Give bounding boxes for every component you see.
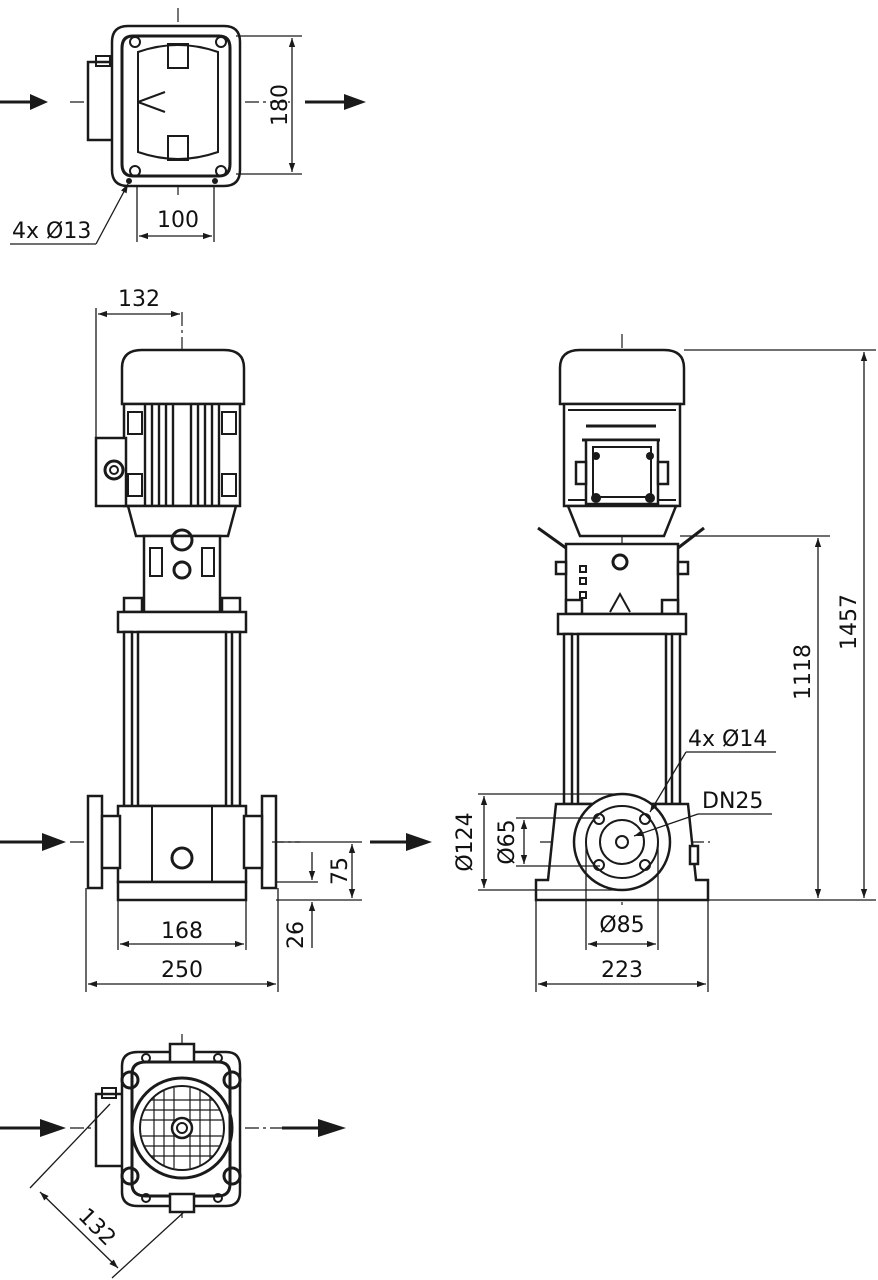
side-view: Ø124 Ø65 Ø85 223 4x Ø14 DN25 1118 1457	[453, 334, 876, 992]
bottom-view: 132	[0, 1034, 346, 1279]
base-outer-label: 250	[161, 958, 203, 983]
flange-holes-label: 4x Ø14	[688, 727, 767, 752]
bolt-circle-label: Ø85	[599, 913, 644, 938]
base-width-label: 223	[601, 958, 643, 983]
fan-grid	[142, 1088, 222, 1168]
front-view: 132 75 26 168 250	[0, 287, 432, 992]
width-100-label: 100	[157, 208, 199, 233]
motor-offset-label: 132	[118, 287, 160, 312]
base-height-label: 26	[284, 921, 309, 949]
cooling-fins	[143, 404, 221, 506]
diagonal-132-label: 132	[73, 1204, 120, 1251]
pipe-height-label: 75	[328, 857, 353, 885]
top-view: 180 100 4x Ø13	[0, 8, 366, 245]
height-to-lantern-label: 1118	[791, 644, 816, 700]
total-height-label: 1457	[837, 594, 862, 650]
depth-180-label: 180	[268, 84, 293, 126]
base-inner-label: 168	[161, 919, 203, 944]
nominal-size-label: DN25	[702, 789, 763, 814]
mount-holes-label: 4x Ø13	[12, 219, 91, 244]
flange-outer-label: Ø124	[453, 812, 478, 871]
flange-inner-label: Ø65	[495, 819, 520, 864]
